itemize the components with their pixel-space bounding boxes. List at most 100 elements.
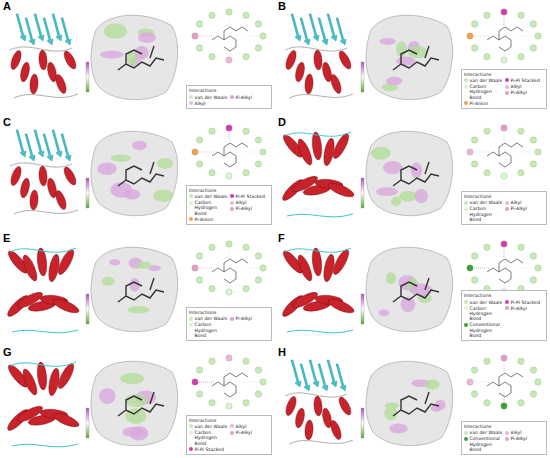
hbond-scale — [86, 294, 89, 324]
legend-text: Conventional Hydrogen Bond — [470, 436, 504, 452]
legend-swatch — [189, 201, 193, 205]
protein-ribbon — [280, 248, 356, 333]
legend-columns: van der WaalsConventional Hydrogen BondA… — [464, 430, 544, 453]
interaction-map — [192, 241, 266, 295]
legend-column: Pi-Pi StackedAlkylPi-Alkyl — [230, 194, 269, 223]
legend-item: van der Waals — [189, 194, 228, 199]
legend-item: Pi-Pi Stacked — [230, 194, 269, 199]
legend-item: Carbon Hydrogen Bond — [189, 430, 228, 446]
legend-text: van der Waals — [470, 300, 503, 305]
panel-letter: D — [278, 116, 286, 128]
legend-text: Alkyl — [236, 424, 247, 429]
legend-heading: Interactions — [189, 188, 269, 193]
legend-text: Pi-Alkyl — [511, 206, 527, 211]
panel-letter: C — [3, 116, 11, 128]
legend-swatch — [230, 95, 234, 99]
interaction-map — [467, 241, 541, 295]
legend-column: Pi-Pi StackedPi-Alkyl — [505, 300, 544, 339]
legend-columns: van der WaalsCarbon Hydrogen BondConvent… — [464, 300, 544, 339]
legend-item: Alkyl — [505, 430, 544, 435]
hbond-scale — [361, 62, 364, 92]
legend-column: AlkylPi-Alkyl — [505, 430, 544, 453]
legend-text: van der Waals — [470, 430, 503, 435]
legend-swatch — [464, 431, 468, 435]
legend-swatch — [505, 85, 509, 89]
protein-ribbon — [284, 14, 353, 98]
legend-item: Conventional Hydrogen Bond — [464, 322, 503, 338]
protein-ribbon — [9, 14, 78, 98]
legend-swatch — [189, 323, 193, 327]
panel-letter: A — [3, 0, 11, 12]
legend-text: Pi-Pi Stacked — [236, 194, 265, 199]
legend-text: van der Waals — [470, 200, 503, 205]
legend-swatch — [505, 306, 509, 310]
docking-panel: FInteractionsvan der WaalsCarbon Hydroge… — [275, 232, 550, 344]
legend-swatch — [505, 91, 509, 95]
legend-swatch — [464, 323, 468, 327]
interaction-legend: Interactions van der WaalsAlkylPi-Alkyl — [186, 85, 272, 109]
docking-panel: DInteractionsvan der WaalsCarbon Hydroge… — [275, 116, 550, 228]
legend-item: van der Waals — [189, 424, 228, 429]
legend-text: Pi-Anion — [470, 101, 489, 106]
protein-ribbon — [9, 130, 78, 214]
legend-text: van der Waals — [195, 194, 228, 199]
legend-item: van der Waals — [464, 430, 503, 435]
hbond-scale — [86, 62, 89, 92]
legend-item: Alkyl — [505, 84, 544, 89]
binding-surface — [91, 131, 178, 215]
legend-text: Pi-Alkyl — [511, 436, 527, 441]
legend-swatch — [230, 431, 234, 435]
legend-heading: Interactions — [189, 88, 269, 93]
docking-panel: C Interactionsvan der WaalsCarbon Hydroge… — [0, 116, 275, 228]
legend-columns: van der WaalsAlkylPi-Alkyl — [189, 95, 269, 107]
legend-swatch — [230, 201, 234, 205]
legend-swatch — [189, 431, 193, 435]
legend-heading: Interactions — [464, 72, 544, 77]
legend-item: Pi-Alkyl — [230, 95, 269, 100]
legend-text: Alkyl — [511, 84, 522, 89]
legend-heading: Interactions — [464, 293, 544, 298]
legend-heading: Interactions — [464, 424, 544, 429]
legend-columns: van der WaalsCarbon Hydrogen BondPi-Anio… — [189, 194, 269, 223]
legend-text: Carbon Hydrogen Bond — [195, 322, 229, 338]
legend-swatch — [189, 194, 193, 198]
legend-text: Pi-Anion — [195, 217, 214, 222]
protein-ribbon — [280, 132, 356, 217]
legend-swatch — [230, 424, 234, 428]
binding-surface — [91, 247, 178, 331]
legend-item: van der Waals — [189, 95, 228, 100]
legend-swatch — [230, 317, 234, 321]
hbond-scale — [86, 178, 89, 208]
legend-item: Pi-Alkyl — [230, 206, 269, 211]
interaction-legend: Interactionsvan der WaalsCarbon Hydrogen… — [186, 415, 272, 455]
protein-ribbon — [284, 360, 353, 444]
legend-text: van der Waals — [470, 78, 503, 83]
legend-swatch — [464, 437, 468, 441]
docking-panel: A Interactions van der WaalsAlkylPi-Alkyl — [0, 0, 275, 112]
hbond-scale — [361, 178, 364, 208]
interaction-map — [467, 125, 541, 179]
legend-column: van der WaalsCarbon Hydrogen BondConvent… — [464, 300, 503, 339]
legend-swatch — [464, 101, 468, 105]
docking-panel: GInteractionsvan der WaalsCarbon Hydroge… — [0, 346, 275, 458]
legend-item: Pi-Pi Stacked — [189, 447, 228, 452]
binding-surface — [366, 361, 453, 445]
interaction-legend: Interactionsvan der WaalsConventional Hy… — [461, 421, 547, 455]
legend-item: Pi-Pi Stacked — [505, 78, 544, 83]
legend-column: AlkylPi-Alkyl — [230, 424, 269, 453]
legend-column: Pi-Pi StackedAlkylPi-Alkyl — [505, 78, 544, 107]
legend-heading: Interactions — [464, 194, 544, 199]
interaction-legend: Interactions van der WaalsCarbon Hydrogen… — [461, 290, 547, 341]
interaction-legend: Interactionsvan der WaalsCarbon Hydrogen… — [186, 185, 272, 225]
interaction-map — [467, 9, 541, 63]
legend-swatch — [464, 306, 468, 310]
legend-item: Conventional Hydrogen Bond — [464, 436, 503, 452]
protein-ribbon — [5, 362, 81, 447]
legend-text: Carbon Hydrogen Bond — [195, 430, 229, 446]
hbond-scale — [86, 408, 89, 438]
legend-item: Pi-Alkyl — [505, 206, 544, 211]
legend-item: Pi-Alkyl — [505, 306, 544, 311]
legend-swatch — [505, 300, 509, 304]
legend-item: Pi-Pi Stacked — [505, 300, 544, 305]
legend-text: Carbon Hydrogen Bond — [470, 84, 504, 100]
